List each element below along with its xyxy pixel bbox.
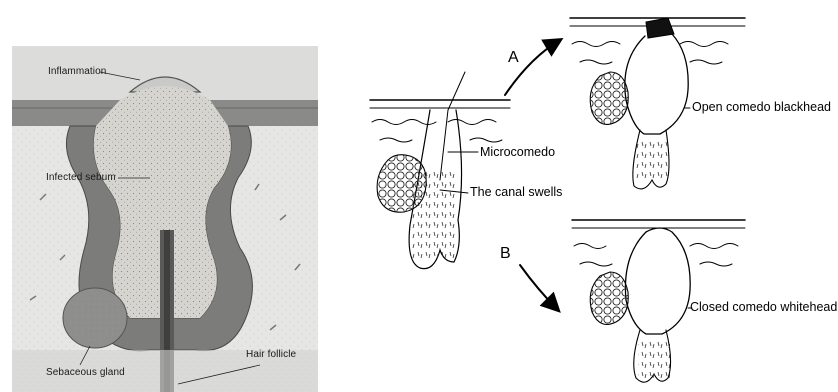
arrow-path-b	[520, 265, 558, 310]
label-hair-follicle: Hair follicle	[246, 349, 296, 360]
label-closed-comedo: Closed comedo whitehead	[690, 300, 837, 314]
label-sebaceous-gland: Sebaceous gland	[46, 367, 125, 378]
label-path-a: A	[508, 49, 519, 67]
histology-illustration	[12, 46, 318, 392]
microcomedo-drawing	[370, 72, 510, 269]
label-path-b: B	[500, 245, 511, 263]
comedo-line-drawings	[370, 18, 745, 382]
label-canal-swells: The canal swells	[470, 185, 562, 199]
label-open-comedo: Open comedo blackhead	[692, 100, 831, 114]
label-inflammation: Inflammation	[48, 66, 106, 77]
label-microcomedo: Microcomedo	[480, 145, 555, 159]
label-infected-sebum: Infected sebum	[46, 172, 116, 183]
